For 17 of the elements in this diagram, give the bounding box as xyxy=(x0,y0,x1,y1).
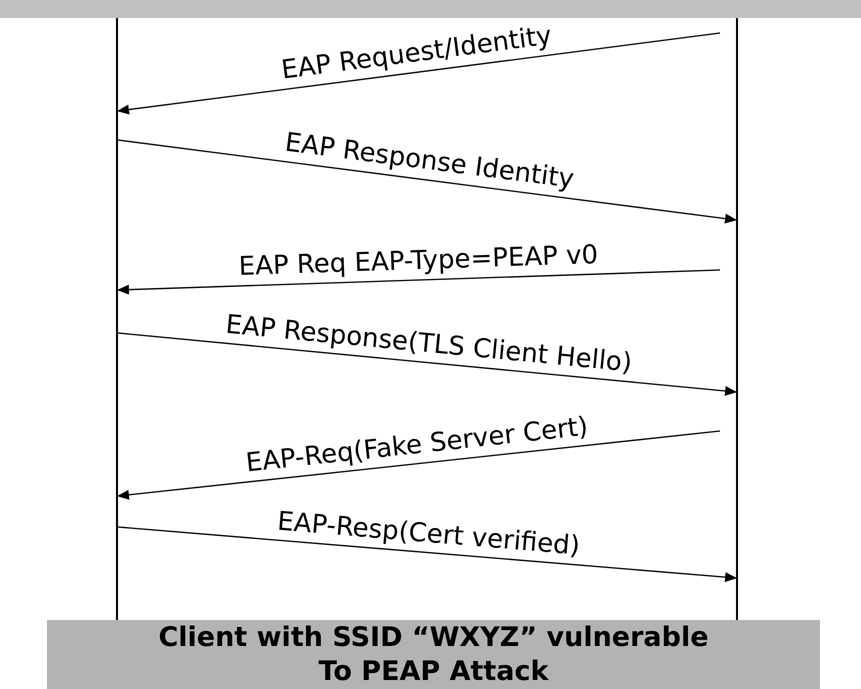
message-label: EAP-Resp(Cert verified) xyxy=(276,506,581,561)
message-arrow xyxy=(118,139,737,224)
caption-box xyxy=(47,620,820,689)
lifeline xyxy=(736,18,738,620)
header-bar xyxy=(0,0,861,18)
message-label: EAP Response Identity xyxy=(283,128,576,195)
lifeline xyxy=(116,18,118,620)
message-label: EAP Req EAP-Type=PEAP v0 xyxy=(238,240,598,282)
message-arrow xyxy=(117,430,720,500)
message-label: EAP Request/Identity xyxy=(280,20,554,86)
message-arrow xyxy=(118,332,737,396)
message-arrow xyxy=(118,526,737,582)
message-label: EAP-Req(Fake Server Cert) xyxy=(244,411,590,478)
caption-text: Client with SSID “WXYZ” vulnerable To PEAP Attack xyxy=(157,620,710,688)
message-label: EAP Response(TLS Client Hello) xyxy=(224,309,634,378)
message-arrow xyxy=(117,269,720,295)
message-arrow xyxy=(117,32,720,115)
